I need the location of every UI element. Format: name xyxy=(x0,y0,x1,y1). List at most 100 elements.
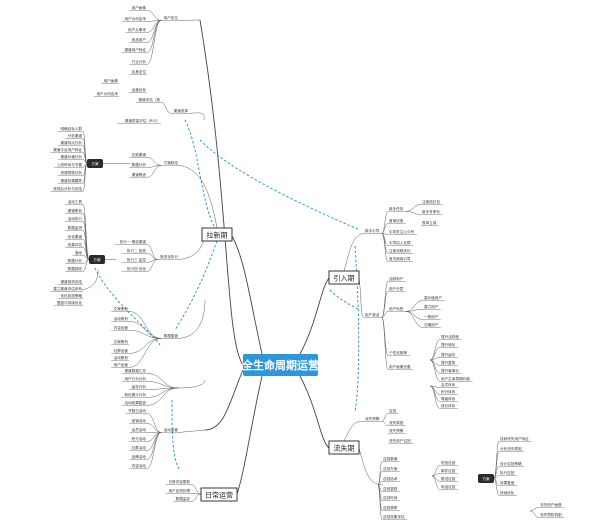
list-item-label[interactable]: 首次使用引导 xyxy=(389,256,411,261)
list-item-label[interactable]: 数据监控 xyxy=(176,496,191,501)
list-item-label[interactable]: 用户标签 xyxy=(389,306,404,311)
list-item-label[interactable]: 渠道评估（按 xyxy=(138,97,160,102)
list-item-label[interactable]: 用户画像 xyxy=(132,5,147,10)
group-label-user-position[interactable]: 用户定位 xyxy=(164,15,179,20)
list-item-label[interactable]: 用户为何会来 xyxy=(124,16,146,21)
list-item-label[interactable]: 渠道数据汇总 xyxy=(124,368,146,373)
list-item-label[interactable]: 活动工具 xyxy=(68,199,83,204)
list-item-label[interactable]: 找到流失用户特征 xyxy=(500,436,529,441)
list-item-label[interactable]: 短信召回 xyxy=(441,460,456,465)
list-item-label[interactable]: 提升客单价 xyxy=(441,368,459,373)
list-item-label[interactable]: 社群活动 xyxy=(132,445,147,450)
list-item-label[interactable]: 上线时间与节奏 xyxy=(57,162,83,167)
list-item-label[interactable]: 数据分析 xyxy=(132,162,147,167)
branch-yrq-box[interactable] xyxy=(328,270,360,285)
list-item-label[interactable]: 文案策划 xyxy=(114,339,129,344)
list-item-label[interactable]: 首单立减 xyxy=(422,220,437,225)
list-item-label[interactable]: 文案策划 xyxy=(114,306,129,311)
list-item-label[interactable]: 执行一 筛选渠道 xyxy=(120,239,147,244)
list-item-label[interactable]: 提升复购 xyxy=(441,360,456,365)
list-item-label[interactable]: 渠道用户特征 xyxy=(124,47,146,52)
list-item-label[interactable]: 提升留存 xyxy=(441,352,456,357)
list-item-label[interactable]: 召回时间 xyxy=(383,495,398,500)
list-item-label[interactable]: 召回渠道 xyxy=(383,456,398,461)
list-item-label[interactable]: 执行三 监控 xyxy=(127,257,147,262)
list-item-label[interactable]: 促销活动 xyxy=(132,418,147,423)
group-label-channel[interactable]: 渠道选择 xyxy=(174,108,189,113)
header-activation[interactable]: 用户激活 xyxy=(365,312,380,317)
list-item-label[interactable]: 新手专享价 xyxy=(422,209,440,214)
list-item-label[interactable]: 流失原因 xyxy=(389,420,404,425)
list-item-label[interactable]: 等级体系 xyxy=(441,396,456,401)
list-item-label[interactable]: 设计召回策略 xyxy=(500,461,522,466)
list-item-label[interactable]: 活跃用户 xyxy=(389,276,404,281)
list-item-label[interactable]: 召回话术 xyxy=(383,476,398,481)
list-item-label[interactable]: 积分体系 xyxy=(441,389,456,394)
list-item-label[interactable]: 用户行为分析 xyxy=(124,376,146,381)
list-item-label[interactable]: 沉睡用户 xyxy=(424,322,439,327)
list-item-label[interactable]: 自身定位 xyxy=(132,69,147,74)
list-item-label[interactable]: 活动执行 xyxy=(68,216,83,221)
list-item-label[interactable]: 品牌活动 xyxy=(132,454,147,459)
list-item-label[interactable]: 活动效果复盘 xyxy=(124,400,146,405)
header-activity[interactable]: 活动运营 xyxy=(164,427,179,432)
list-item-label[interactable]: 个性化推荐 xyxy=(389,350,407,355)
list-item-label[interactable]: 推送召回 xyxy=(441,476,456,481)
list-item-label[interactable]: 会员体系 xyxy=(441,382,456,387)
list-item-label[interactable]: 会员活动 xyxy=(132,427,147,432)
list-item-label[interactable]: 渠道筛选 xyxy=(132,172,147,177)
list-item-label[interactable]: 建立渠道评估体系 xyxy=(53,286,82,291)
list-item-label[interactable]: 提升活跃度 xyxy=(441,334,459,339)
header-loss[interactable]: 流失预警 xyxy=(365,416,380,421)
list-item-label[interactable]: 引导关注公众号 xyxy=(389,229,415,234)
list-item-label[interactable]: 积分活动 xyxy=(132,436,147,441)
list-item-label[interactable]: 用户画像 xyxy=(104,78,119,83)
list-item-label[interactable]: 引导加入社群 xyxy=(389,240,411,245)
list-item-label[interactable]: 留存分析 xyxy=(132,384,147,389)
list-item-label[interactable]: 活动策划 xyxy=(114,355,129,360)
list-item-label[interactable]: 用户从哪来 xyxy=(128,27,146,32)
list-item-label[interactable]: 高价值用户 xyxy=(424,295,442,300)
list-item-label[interactable]: 用户运营 xyxy=(114,362,129,367)
list-item-label[interactable]: 执行四 优化 xyxy=(127,266,147,271)
branch-lsq-box[interactable] xyxy=(328,440,360,455)
list-item-label[interactable]: 潜力用户 xyxy=(424,304,439,309)
list-item-label[interactable]: 召回方案 xyxy=(383,466,398,471)
list-item-label[interactable]: 成长体系 xyxy=(441,403,456,408)
list-item-label[interactable]: 渠道效果跟踪 xyxy=(60,178,82,183)
list-item-label[interactable]: 召回效果评估 xyxy=(383,514,405,519)
list-item-label[interactable]: 分析流失原因 xyxy=(500,446,522,451)
list-item-label[interactable]: 社群运营 xyxy=(114,348,129,353)
list-item-label[interactable]: 流失预警 xyxy=(389,428,404,433)
list-item-label[interactable]: 渠道平台用户特征 xyxy=(53,147,82,152)
list-item-label[interactable]: 分析渠道 xyxy=(68,133,83,138)
list-item-label[interactable]: 日常内容更新 xyxy=(168,479,190,484)
list-item-label[interactable]: 渠道投放总结 xyxy=(60,279,82,284)
branch-lxq-box[interactable] xyxy=(201,227,233,242)
list-item-label[interactable]: 用户为何会来 xyxy=(96,91,118,96)
list-item-label[interactable]: 执行召回 xyxy=(500,470,515,475)
list-item-label[interactable]: 复盘与持续优化 xyxy=(57,300,83,305)
list-item-label[interactable]: 优化投放策略 xyxy=(60,293,82,298)
list-item-label[interactable]: 节假日活动 xyxy=(128,408,146,413)
list-item-label[interactable]: 流失预防机制 xyxy=(540,512,562,517)
list-item-label[interactable]: 渠道策划 xyxy=(68,208,83,213)
list-item-label[interactable]: 流失用户画像 xyxy=(540,502,562,507)
list-item-label[interactable]: 行业分析 xyxy=(132,59,147,64)
note-label[interactable]: 渠道质量评估（ROI） xyxy=(125,118,160,123)
list-item-label[interactable]: 优化渠道 xyxy=(68,234,83,239)
list-item-label[interactable]: 数据回收 xyxy=(68,266,83,271)
list-item-label[interactable]: 提升转化 xyxy=(441,342,456,347)
list-item-label[interactable]: 首单优惠 xyxy=(389,218,404,223)
list-item-label[interactable]: 运营目标 xyxy=(132,87,147,92)
list-item-label[interactable]: 渠道特点分析 xyxy=(60,140,82,145)
list-item-label[interactable]: 流失用户召回 xyxy=(389,438,411,443)
list-item-label[interactable]: 召回频率 xyxy=(383,505,398,510)
branch-rcyy-box[interactable] xyxy=(200,487,238,502)
list-item-label[interactable]: 新手任务 xyxy=(389,206,404,211)
list-item-label[interactable]: 竞品用户 xyxy=(132,37,147,42)
list-item-label[interactable]: 内容活动 xyxy=(132,463,147,468)
list-item-label[interactable]: 拉新渠道 xyxy=(132,152,147,157)
header-normal[interactable]: 常态化执行 xyxy=(160,254,178,259)
list-item-label[interactable]: 数据监测 xyxy=(68,225,83,230)
